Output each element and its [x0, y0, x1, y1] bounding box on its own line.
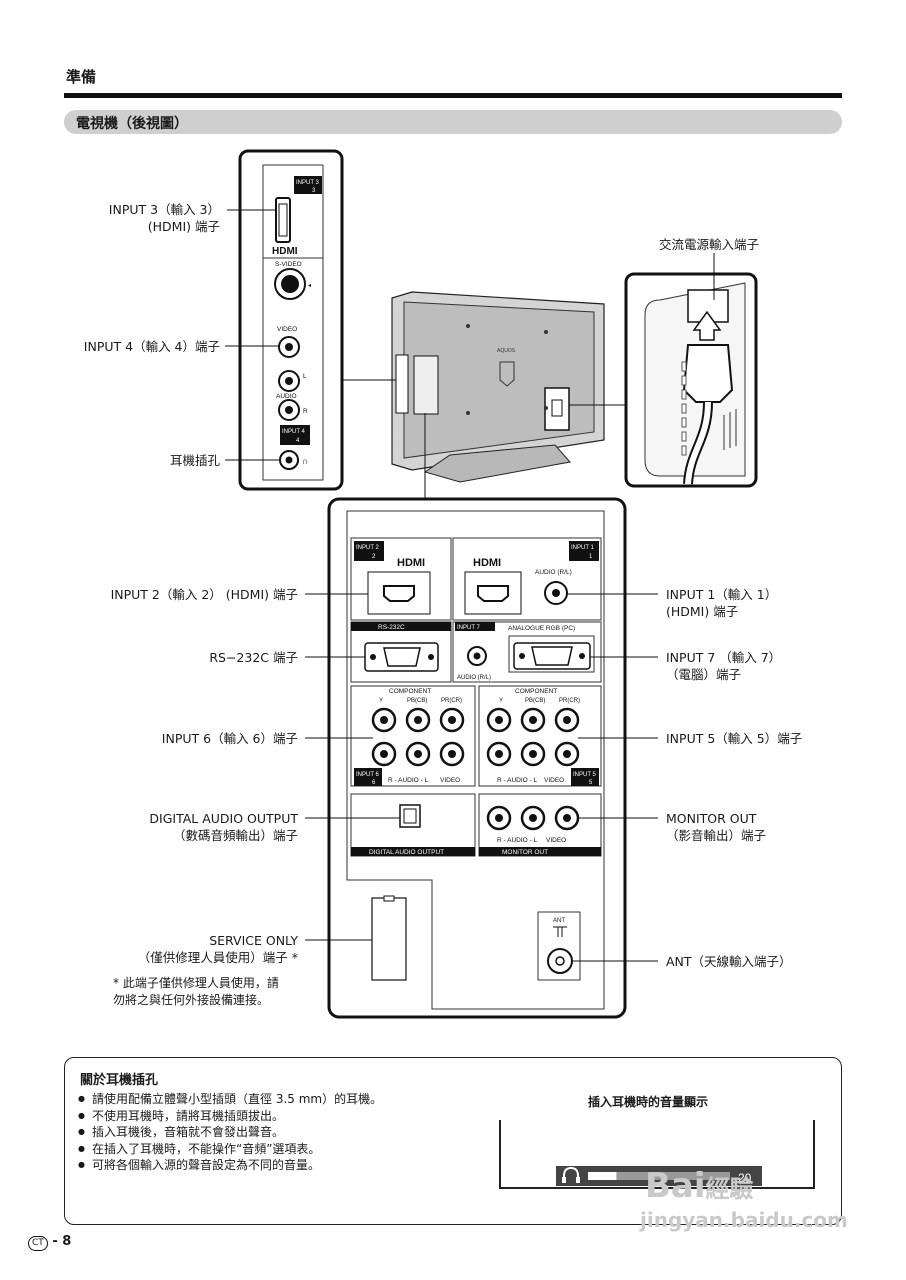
volume-level-bar [588, 1172, 617, 1180]
label-input2: INPUT 2（輸入 2） (HDMI) 端子 [110, 587, 298, 602]
svg-text:COMPONENT: COMPONENT [389, 688, 431, 695]
svg-text:MONITOR OUT: MONITOR OUT [502, 849, 548, 856]
label-monitor-out: MONITOR OUT（影音輸出）端子 [666, 811, 767, 843]
list-item: 可將各個輸入源的聲音設定為不同的音量。 [78, 1157, 382, 1174]
svg-text:HDMI: HDMI [473, 557, 501, 569]
label-input5: INPUT 5（輸入 5）端子 [666, 731, 803, 746]
label-headphone-jack: 耳機插孔 [169, 453, 220, 468]
svg-text:PB(CB): PB(CB) [407, 698, 427, 704]
watermark-url: jingyan.baidu.com [640, 1208, 848, 1232]
headphone-icon [562, 1166, 580, 1183]
label-digital-audio-output: DIGITAL AUDIO OUTPUT（數碼音頻輸出）端子 [149, 811, 298, 843]
svg-text:INPUT 7: INPUT 7 [457, 625, 481, 631]
list-item: 請使用配備立體聲小型插頭（直徑 3.5 mm）的耳機。 [78, 1091, 382, 1108]
list-item: 插入耳機後，音箱就不會發出聲音。 [78, 1124, 382, 1141]
label-ant: ANT（天線輸入端子） [666, 954, 792, 969]
svg-text:INPUT 1: INPUT 1 [571, 545, 595, 551]
svg-text:INPUT 2: INPUT 2 [356, 545, 380, 551]
svg-text:HDMI: HDMI [397, 557, 425, 569]
svg-text:R - AUDIO - L: R - AUDIO - L [497, 837, 537, 844]
svg-text:R: R [303, 408, 308, 415]
page-number: - 8 [52, 1234, 72, 1249]
svg-text:4: 4 [296, 438, 300, 444]
section-rule [64, 93, 842, 98]
label-input7: INPUT 7 （輸入 7）（電腦）端子 [666, 650, 782, 682]
label-service-only: SERVICE ONLY（僅供修理人員使用）端子 * [137, 933, 298, 965]
svg-text:INPUT 5: INPUT 5 [573, 772, 597, 778]
svg-text:R - AUDIO - L: R - AUDIO - L [388, 777, 428, 784]
volume-display-title: 插入耳機時的音量顯示 [588, 1095, 709, 1109]
list-item: 在插入了耳機時，不能操作“音頻”選項表。 [78, 1141, 382, 1158]
service-note: * 此端子僅供修理人員使用，請勿將之與任何外接設備連接。 [113, 976, 279, 1007]
label-input3: INPUT 3（輸入 3）(HDMI) 端子 [108, 202, 220, 234]
ac-inlet-zoom [624, 272, 758, 488]
svg-text:AUDIO (R/L): AUDIO (R/L) [535, 569, 572, 576]
svg-text:1: 1 [589, 554, 593, 560]
label-rs232c: RS−232C 端子 [209, 650, 298, 665]
label-ac-input: 交流電源輸入端子 [659, 237, 760, 252]
side-terminal-panel: INPUT 3 3 HDMI S-VIDEO ◂ VIDEO L AUDIO R… [238, 149, 344, 491]
headphone-info-title: 關於耳機插孔 [80, 1073, 159, 1088]
svg-text:PR(CR): PR(CR) [441, 698, 462, 704]
svg-text:Y: Y [379, 698, 383, 704]
svg-text:INPUT 6: INPUT 6 [356, 772, 380, 778]
svg-text:AUDIO: AUDIO [276, 393, 297, 400]
svg-text:VIDEO: VIDEO [440, 777, 460, 784]
volume-display-screen: 20 [499, 1120, 815, 1189]
svg-text:L: L [303, 373, 307, 380]
svg-text:INPUT 4: INPUT 4 [282, 429, 306, 435]
watermark-logo: Bai經驗 [645, 1166, 754, 1206]
rear-view-diagram: INPUT 3 3 HDMI S-VIDEO ◂ VIDEO L AUDIO R… [225, 149, 758, 1019]
svg-text:Y: Y [499, 698, 503, 704]
svg-text:6: 6 [372, 780, 376, 786]
svg-text:VIDEO: VIDEO [544, 777, 564, 784]
svg-text:PR(CR): PR(CR) [559, 698, 580, 704]
section-title: 準備 [66, 68, 97, 86]
headphone-bullets: 請使用配備立體聲小型插頭（直徑 3.5 mm）的耳機。 不使用耳機時，請將耳機插… [78, 1091, 382, 1174]
svg-text:AQUOS: AQUOS [497, 348, 516, 354]
svg-text:DIGITAL AUDIO OUTPUT: DIGITAL AUDIO OUTPUT [369, 849, 444, 856]
svg-text:S-VIDEO: S-VIDEO [275, 261, 302, 268]
label-input4: INPUT 4（輸入 4）端子 [83, 339, 220, 354]
svg-text:3: 3 [312, 188, 316, 194]
svg-text:∩: ∩ [302, 456, 308, 466]
svg-text:HDMI: HDMI [272, 246, 298, 257]
svg-text:2: 2 [372, 554, 376, 560]
svg-text:PB(CB): PB(CB) [525, 698, 545, 704]
svg-text:ANT: ANT [553, 918, 565, 924]
region-badge: CT [28, 1236, 48, 1251]
svg-text:RS-232C: RS-232C [378, 624, 405, 631]
subsection-title: 電視機（後視圖） [76, 116, 188, 132]
main-terminal-panel: INPUT 2 2 HDMI HDMI INPUT 1 1 AUDIO (R/L… [327, 497, 627, 1019]
svg-text:R - AUDIO - L: R - AUDIO - L [497, 777, 537, 784]
page-footer: CT - 8 [28, 1234, 71, 1251]
svg-text:COMPONENT: COMPONENT [515, 688, 557, 695]
subsection-bar: 電視機（後視圖） [64, 110, 842, 134]
svg-text:AUDIO (R/L): AUDIO (R/L) [457, 675, 491, 681]
svg-text:5: 5 [589, 780, 593, 786]
headphone-info-box [64, 1057, 842, 1225]
svg-text:VIDEO: VIDEO [546, 837, 566, 844]
label-input6: INPUT 6（輸入 6）端子 [161, 731, 298, 746]
svg-text:ANALOGUE RGB (PC): ANALOGUE RGB (PC) [508, 625, 575, 632]
svg-text:VIDEO: VIDEO [277, 326, 297, 333]
volume-value: 20 [738, 1171, 752, 1185]
svg-text:◂: ◂ [308, 283, 311, 289]
label-input1: INPUT 1（輸入 1）(HDMI) 端子 [666, 587, 778, 619]
tv-rear-illustration: AQUOS [342, 291, 627, 500]
list-item: 不使用耳機時，請將耳機插頭拔出。 [78, 1108, 382, 1125]
callout-leaders [225, 209, 715, 962]
svg-text:INPUT 3: INPUT 3 [296, 180, 320, 186]
